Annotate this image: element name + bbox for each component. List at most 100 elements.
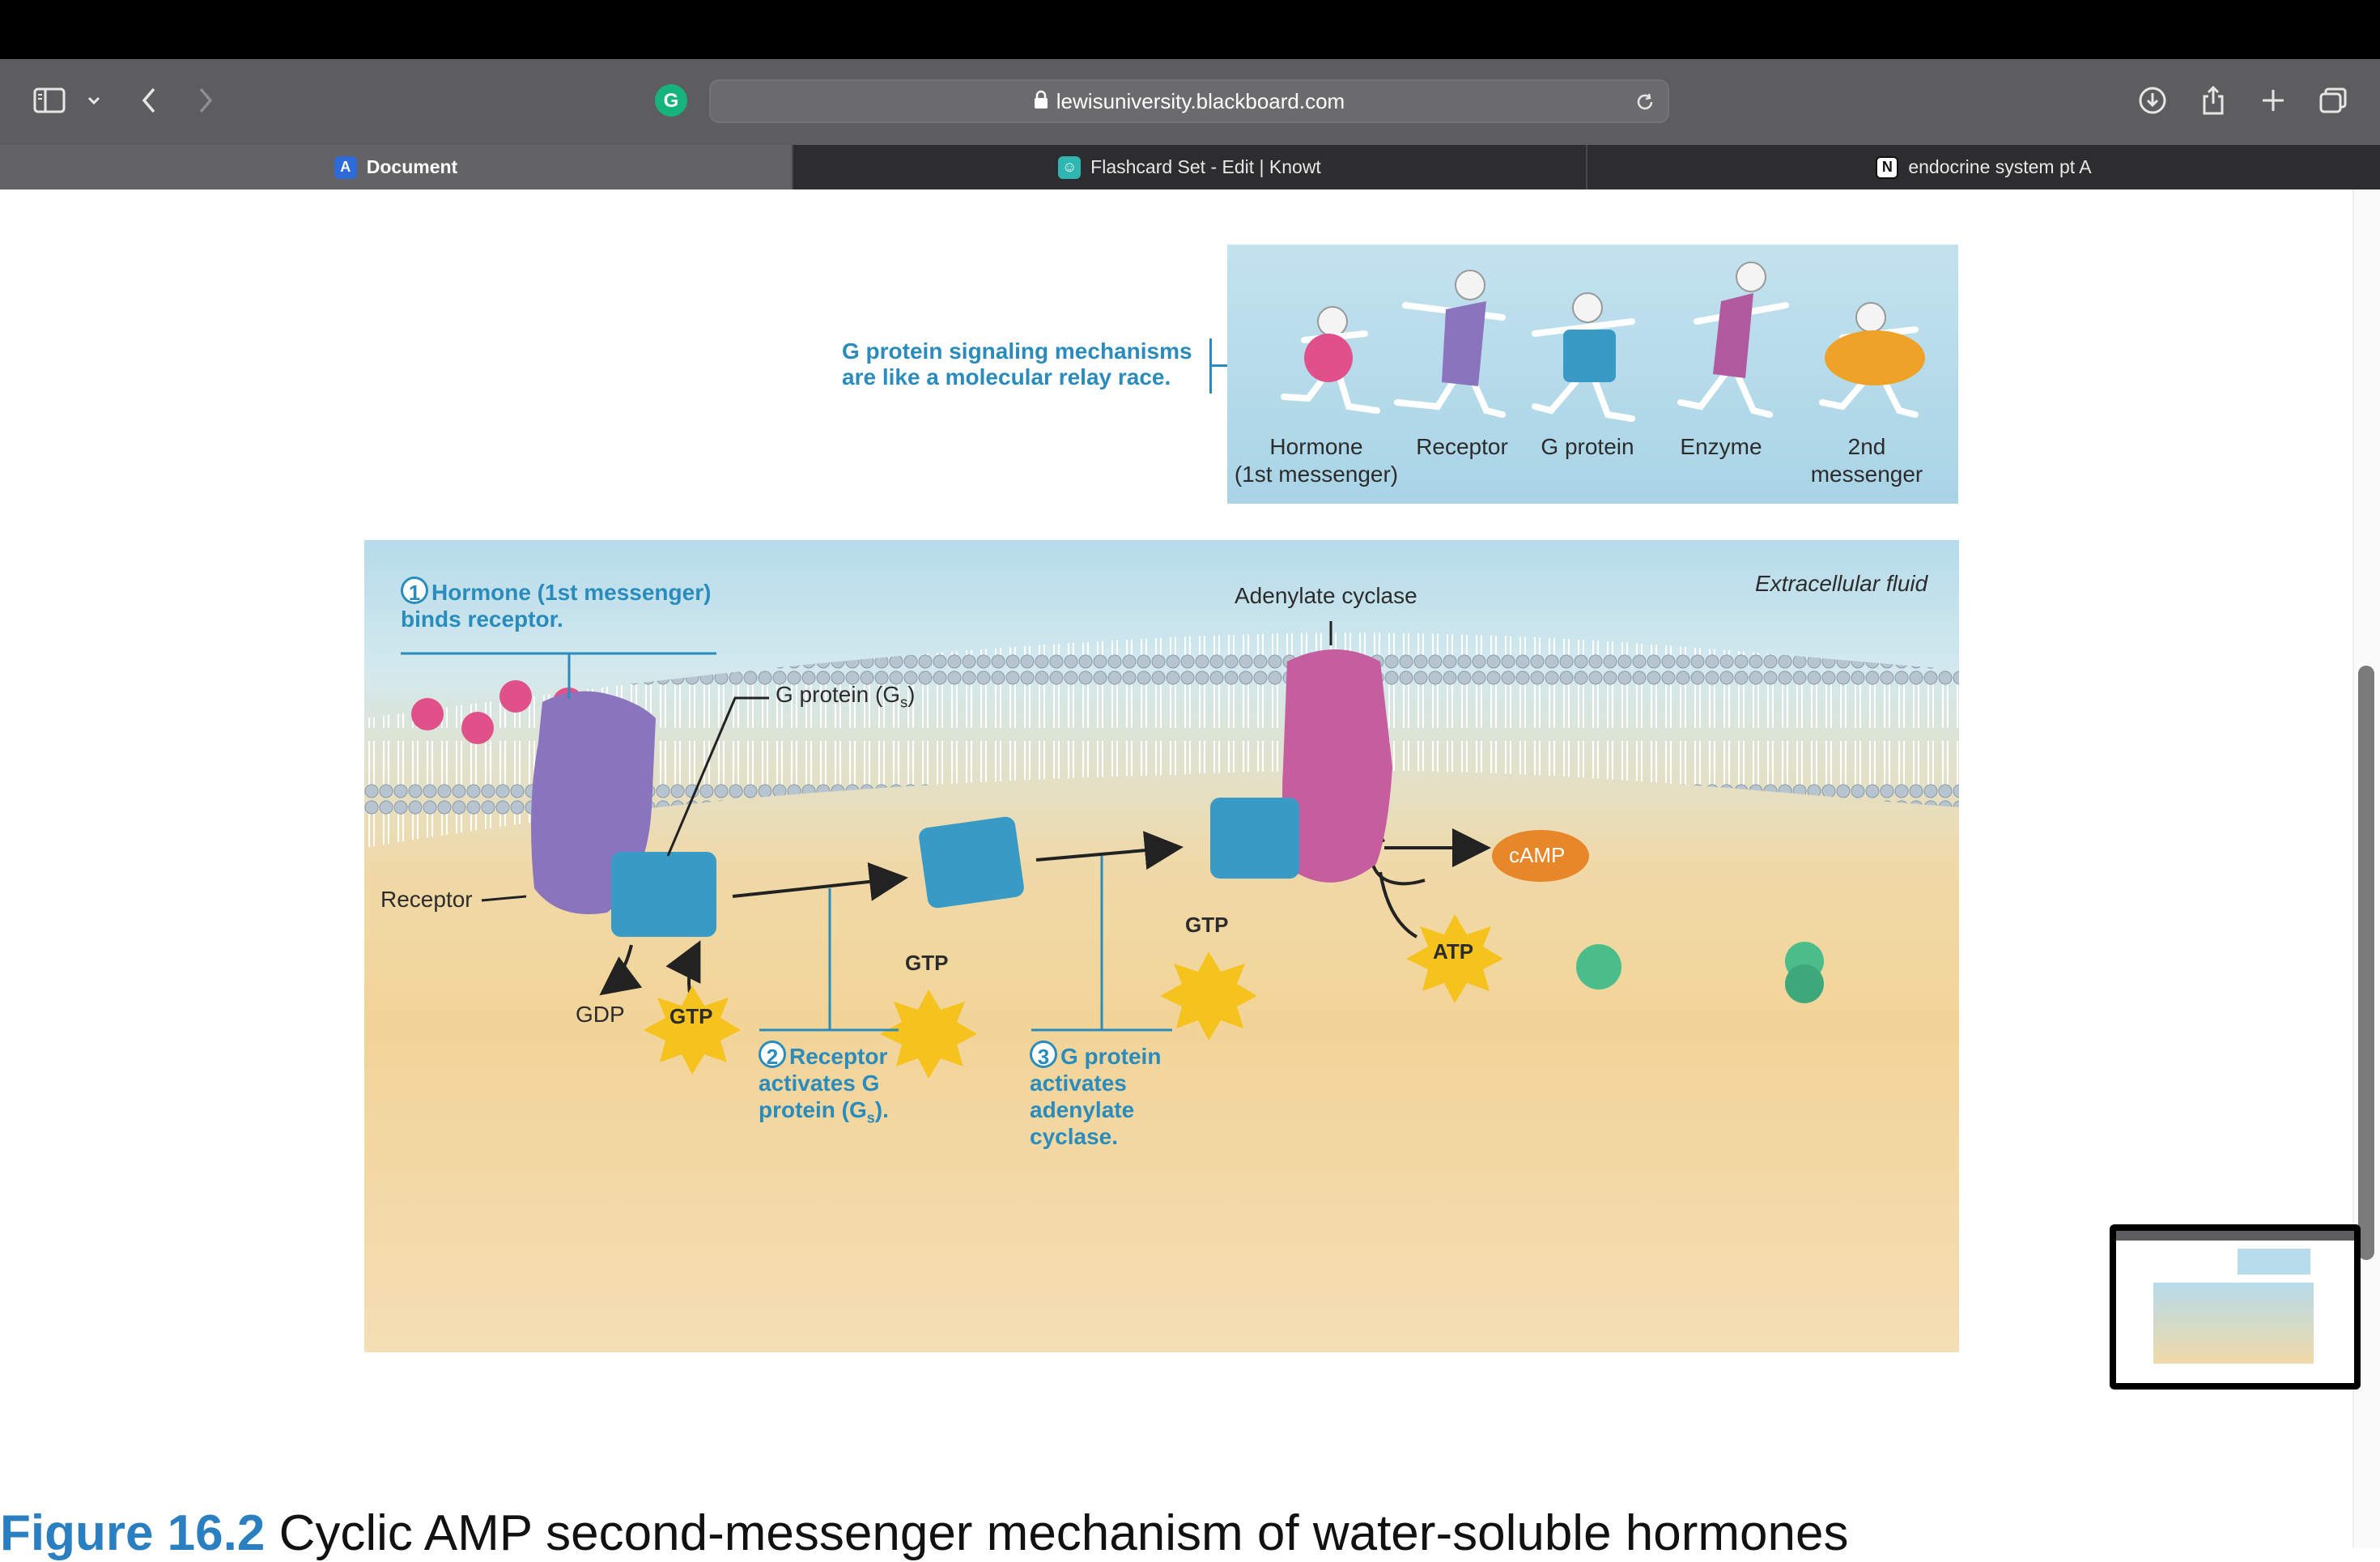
tab-document[interactable]: A Document — [0, 145, 792, 189]
address-bar[interactable]: lewisuniversity.blackboard.com — [709, 79, 1669, 123]
gtp-star — [644, 985, 741, 1075]
step-3-number: 3 — [1030, 1041, 1057, 1069]
extracellular-label: Extracellular fluid — [1755, 571, 1928, 596]
gtp-label: GTP — [905, 951, 949, 975]
runner-label-enzyme: Enzyme — [1648, 433, 1794, 461]
thumbnail-relay — [2238, 1249, 2310, 1275]
step-3-line2: activates — [1030, 1070, 1127, 1096]
lock-icon — [1034, 90, 1048, 113]
new-tab-icon[interactable] — [2250, 78, 2296, 123]
hormone-molecule — [411, 698, 444, 730]
scrollbar-thumb[interactable] — [2358, 666, 2374, 1260]
g-protein-bound — [1210, 798, 1299, 879]
relay-caption: G protein signaling mechanisms are like … — [842, 338, 1192, 390]
step-1-line2: binds receptor. — [401, 606, 563, 632]
svg-text:G: G — [664, 90, 679, 112]
tab-label: Flashcard Set - Edit | Knowt — [1090, 156, 1321, 177]
figure-title: Figure 16.2 Cyclic AMP second-messenger … — [0, 1505, 1849, 1562]
back-icon[interactable] — [126, 78, 172, 123]
tab-notion[interactable]: N endocrine system pt A — [1586, 145, 2380, 189]
relay-race-illustration: Hormone (1st messenger) Receptor G prote… — [1227, 245, 1958, 504]
step-2-line2: activates G — [759, 1070, 880, 1096]
g-protein-inactive — [611, 852, 716, 937]
forward-icon[interactable] — [183, 78, 228, 123]
step-2-number: 2 — [759, 1041, 786, 1069]
step-2-line3: protein (G — [759, 1097, 867, 1122]
runner-label-receptor: Receptor — [1389, 433, 1535, 461]
runner-label-second-messenger: 2nd messenger — [1786, 433, 1948, 488]
gtp-label: GTP — [1185, 913, 1229, 937]
camp-label: cAMP — [1509, 843, 1566, 867]
atp-star — [1406, 914, 1503, 1003]
page-thumbnail-preview[interactable] — [2110, 1224, 2361, 1390]
hormone-molecule — [461, 712, 494, 744]
gdp-label: GDP — [576, 1002, 625, 1027]
runner-label-line2: (1st messenger) — [1234, 462, 1399, 487]
runner-enzyme — [1677, 262, 1789, 418]
tab-bar: A Document ☺ Flashcard Set - Edit | Know… — [0, 145, 2380, 189]
sidebar-icon[interactable] — [27, 78, 72, 123]
runner-label-line1: G protein — [1541, 434, 1634, 459]
step-2-sub: s — [866, 1109, 875, 1126]
adenylate-cyclase-protein — [1282, 649, 1392, 883]
hormone-molecule — [499, 680, 532, 713]
gtp-label: GTP — [669, 1004, 713, 1028]
tab-label: Document — [366, 156, 458, 177]
chevron-down-icon[interactable] — [71, 78, 117, 123]
runner-label-line2: messenger — [1810, 462, 1923, 487]
notion-favicon: N — [1876, 155, 1899, 179]
runner-label-line1: Hormone — [1269, 434, 1363, 459]
step-1-number: 1 — [401, 577, 428, 605]
runner-hormone — [1281, 306, 1380, 414]
step-3-line1: G protein — [1060, 1044, 1162, 1069]
tab-overview-icon[interactable] — [2310, 78, 2356, 123]
relay-caption-line2: are like a molecular relay race. — [842, 364, 1171, 389]
runner-second-messenger — [1819, 302, 1925, 418]
runner-label-hormone: Hormone (1st messenger) — [1227, 433, 1405, 488]
relay-caption-line1: G protein signaling mechanisms — [842, 338, 1192, 364]
relay-bracket — [1209, 338, 1212, 394]
g-protein-active — [919, 816, 1024, 909]
g-protein-label-tail: ) — [907, 682, 916, 707]
thumbnail-page — [2116, 1231, 2354, 1383]
step-1-line1: Hormone (1st messenger) — [431, 580, 712, 605]
g-protein-label-text: G protein (G — [776, 682, 901, 707]
runner-label-line1: Receptor — [1416, 434, 1508, 459]
plasma-membrane — [364, 632, 1959, 848]
download-icon[interactable] — [2130, 78, 2175, 123]
step-2-line1: Receptor — [789, 1044, 888, 1069]
menu-bar — [0, 0, 2380, 59]
reload-icon[interactable] — [1632, 89, 1658, 115]
g-protein-label-sub: s — [900, 694, 908, 711]
thumbnail-toolbar — [2116, 1231, 2354, 1241]
tab-knowt[interactable]: ☺ Flashcard Set - Edit | Knowt — [792, 145, 1586, 189]
runner-gprotein — [1532, 292, 1635, 422]
atp-label: ATP — [1433, 939, 1474, 964]
url-text: lewisuniversity.blackboard.com — [1056, 88, 1345, 113]
step-2-tail: ). — [874, 1097, 889, 1122]
step-3-line4: cyclase. — [1030, 1124, 1118, 1149]
figure-number: Figure 16.2 — [0, 1505, 266, 1561]
camp-molecule — [1492, 830, 1589, 882]
figure-title-text: Cyclic AMP second-messenger mechanism of… — [278, 1505, 1849, 1561]
inactive-enzyme-molecule — [1785, 964, 1824, 1003]
inactive-enzyme-molecule — [1576, 944, 1621, 990]
runner-receptor — [1394, 270, 1506, 418]
grammarly-icon[interactable]: G — [648, 78, 694, 123]
gtp-star — [880, 990, 977, 1079]
step-3-line3: adenylate — [1030, 1097, 1135, 1122]
document-favicon: A — [334, 155, 357, 179]
runner-label-line1: Enzyme — [1680, 434, 1762, 459]
share-icon[interactable] — [2191, 78, 2236, 123]
thumbnail-diagram — [2153, 1283, 2314, 1364]
gtp-star — [1160, 951, 1257, 1041]
runner-label-line1: 2nd — [1847, 434, 1886, 459]
runner-label-gprotein: G protein — [1515, 433, 1660, 461]
g-protein-label: G protein (Gs) — [776, 682, 915, 712]
receptor-label: Receptor — [380, 887, 473, 912]
adenylate-cyclase-label: Adenylate cyclase — [1235, 583, 1417, 608]
